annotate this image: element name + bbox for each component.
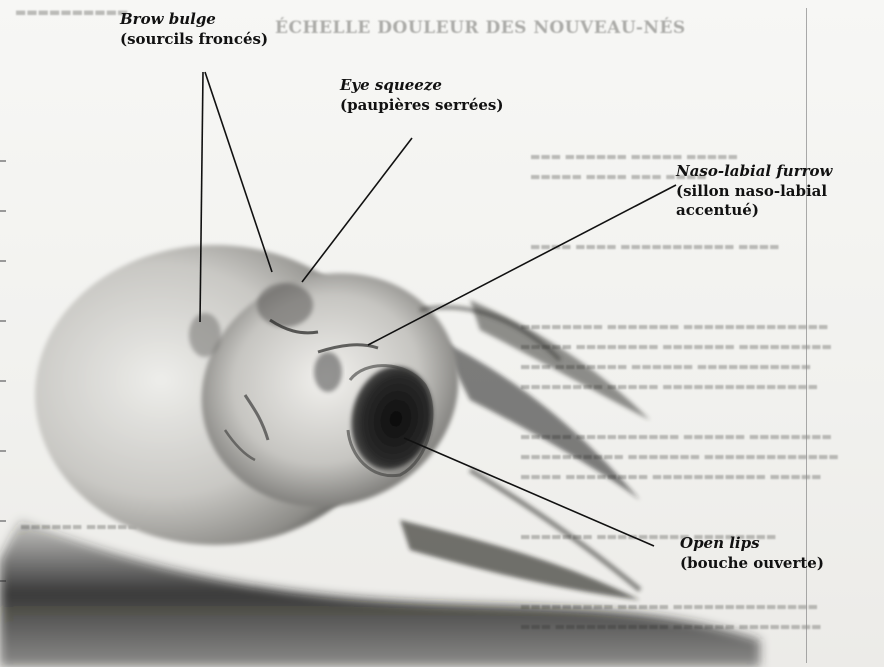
label-subtitle: accentué) bbox=[676, 201, 832, 221]
label-naso-labial-furrow: Naso-labial furrow (sillon naso-labial a… bbox=[676, 162, 832, 221]
label-subtitle: (bouche ouverte) bbox=[680, 554, 824, 574]
nose-shape bbox=[314, 352, 342, 392]
leader-line-naso bbox=[368, 185, 676, 345]
label-title: Open lips bbox=[680, 534, 824, 554]
label-subtitle: (paupières serrées) bbox=[340, 96, 503, 116]
leader-line-brow-2 bbox=[205, 72, 272, 272]
label-subtitle: (sillon naso-labial bbox=[676, 182, 832, 202]
shadow-streak bbox=[440, 340, 640, 500]
label-open-lips: Open lips (bouche ouverte) bbox=[680, 534, 824, 573]
label-title: Eye squeeze bbox=[340, 76, 503, 96]
brow-shading bbox=[189, 313, 221, 357]
label-title: Naso-labial furrow bbox=[676, 162, 832, 182]
label-title: Brow bulge bbox=[120, 10, 268, 30]
label-brow-bulge: Brow bulge (sourcils froncés) bbox=[120, 10, 268, 49]
brow-shading bbox=[257, 283, 313, 327]
label-subtitle: (sourcils froncés) bbox=[120, 30, 268, 50]
label-eye-squeeze: Eye squeeze (paupières serrées) bbox=[340, 76, 503, 115]
leader-line-eye bbox=[302, 138, 412, 282]
leader-line-lips bbox=[404, 438, 654, 546]
